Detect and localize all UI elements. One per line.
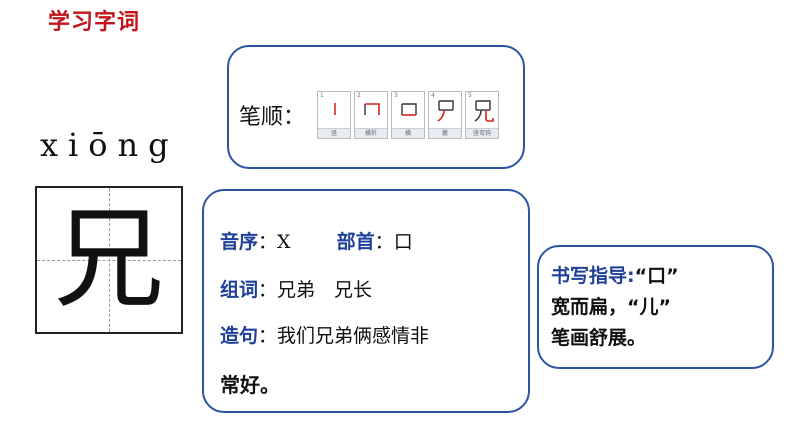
stroke-diagram-icon: [401, 103, 417, 116]
stroke-num: 2: [357, 92, 361, 99]
character-grid: 兄: [35, 186, 183, 334]
sentence-label: 造句: [220, 325, 259, 347]
sequence-value: X: [277, 231, 291, 253]
stroke-card-1: 1 竖: [317, 91, 351, 139]
sentence-line: 造句：我们兄弟俩感情非: [220, 325, 430, 347]
pinyin: xiōng: [40, 126, 179, 164]
radical-label: 部首: [336, 231, 375, 253]
stroke-diagram-icon: [364, 103, 380, 115]
stroke-name: 横折: [355, 128, 387, 138]
radical-value: 口: [393, 231, 413, 253]
stroke-num: 4: [431, 92, 435, 99]
stroke-num: 5: [468, 92, 472, 99]
stroke-card-5: 5 竖弯钩: [465, 91, 499, 139]
lesson-title: 学习字词: [48, 10, 141, 35]
stroke-diagram-icon: [474, 100, 494, 122]
guide-label: 书写指导:: [551, 265, 635, 287]
stroke-order-cards: 1 竖 2 横折 3 横 4: [317, 91, 499, 139]
stroke-diagram-icon: [437, 100, 454, 122]
stroke-name: 横: [392, 128, 424, 138]
sequence-label: 音序: [220, 231, 259, 253]
stroke-order-label: 笔顺：: [239, 105, 306, 130]
stroke-num: 3: [394, 92, 398, 99]
words-value: 兄弟 兄长: [277, 279, 373, 301]
stroke-num: 1: [320, 92, 324, 99]
words-label: 组词: [220, 279, 259, 301]
guide-text-1: “口”: [634, 265, 679, 287]
stroke-name: 竖弯钩: [466, 128, 498, 138]
stroke-diagram-icon: [334, 103, 336, 115]
stroke-order-panel: 笔顺： 1 竖 2 横折 3 横 4: [227, 45, 525, 169]
words-line: 组词：兄弟 兄长: [220, 279, 373, 301]
stroke-card-2: 2 横折: [354, 91, 388, 139]
sequence-radical-line: 音序：X 部首：口: [220, 231, 413, 253]
stroke-card-3: 3 横: [391, 91, 425, 139]
stroke-name: 竖: [318, 128, 350, 138]
character-info-panel: 音序：X 部首：口 组词：兄弟 兄长 造句：我们兄弟俩感情非 常好。: [202, 189, 530, 413]
grid-guide-vertical: [109, 188, 110, 332]
stroke-name: 撇: [429, 128, 461, 138]
sentence-continuation: 常好。: [220, 373, 280, 397]
writing-guide-text: 书写指导:“口” 宽而扁，“儿” 笔画舒展。: [551, 261, 769, 354]
character: 兄: [54, 195, 164, 323]
writing-guide-panel: 书写指导:“口” 宽而扁，“儿” 笔画舒展。: [537, 245, 774, 369]
guide-text-3: 笔画舒展。: [551, 327, 647, 349]
sentence-value: 我们兄弟俩感情非: [277, 325, 430, 347]
stroke-card-4: 4 撇: [428, 91, 462, 139]
guide-text-2: 宽而扁，“儿”: [551, 296, 671, 318]
